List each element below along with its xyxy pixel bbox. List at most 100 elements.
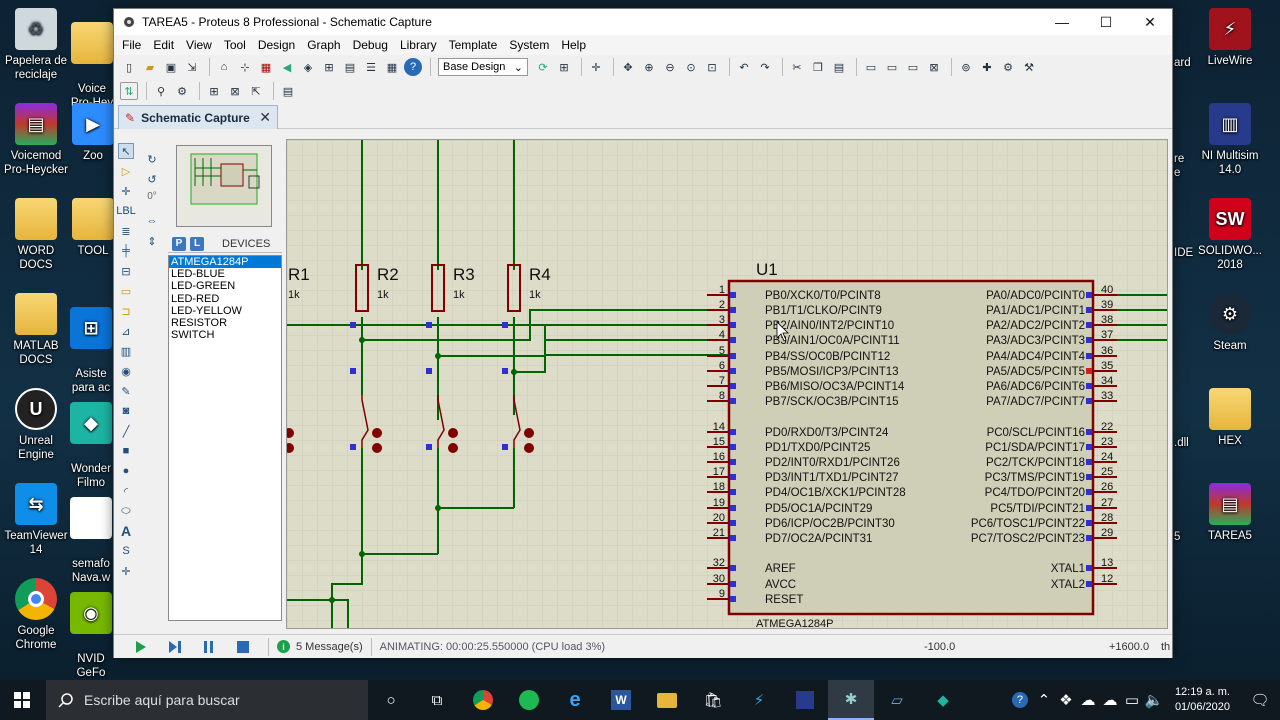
search-tagged-icon[interactable]: ⚲ [156, 85, 166, 98]
file-explorer-icon[interactable] [644, 680, 690, 720]
start-button[interactable] [0, 680, 44, 720]
menu-file[interactable]: File [122, 38, 142, 52]
rotate-clockwise-icon[interactable]: ↻ [147, 153, 157, 166]
refresh-icon[interactable]: ⟳ [538, 61, 548, 74]
block-rotate-icon[interactable]: ▭ [907, 61, 919, 74]
desktop-icon-asistente[interactable]: ⊞ Asiste para ac [64, 293, 118, 395]
device-list[interactable]: ATMEGA1284P LED-BLUE LED-GREEN LED-RED L… [168, 255, 282, 621]
wire-label-icon[interactable]: LBL [116, 205, 136, 217]
desktop-icon-hex[interactable]: HEX [1194, 388, 1266, 448]
graph-icon[interactable]: ⊿ [121, 325, 131, 338]
resistor-r4[interactable] [507, 264, 521, 312]
selection-mode-icon[interactable]: ↖ [118, 143, 134, 159]
instrument-icon[interactable]: ◙ [122, 405, 130, 417]
schematic-icon[interactable]: ⊹ [240, 61, 250, 74]
menu-graph[interactable]: Graph [307, 38, 341, 52]
cut-icon[interactable]: ✂ [792, 61, 802, 74]
task-view-icon[interactable]: ⧉ [431, 691, 443, 709]
decompose-icon[interactable]: ⚒ [1024, 61, 1034, 74]
menu-template[interactable]: Template [448, 38, 498, 52]
taskbar-search[interactable]: Escribe aquí para buscar [46, 680, 368, 720]
design-select[interactable]: Base Design ⌄ [438, 58, 528, 76]
recorder-icon[interactable]: ▥ [120, 345, 132, 358]
edge-icon[interactable]: e [569, 688, 581, 711]
new-sheet-icon[interactable]: ⊞ [209, 85, 219, 98]
desktop-icon-nvidia[interactable]: ◉ NVID GeFo [64, 578, 118, 680]
probe-icon[interactable]: ✎ [121, 385, 131, 398]
desktop-icon-chrome[interactable]: Google Chrome [0, 578, 72, 652]
multisim-taskbar-icon[interactable] [782, 680, 828, 720]
minimize-button[interactable]: — [1055, 14, 1069, 30]
cloud-icon[interactable]: ☁ [1102, 692, 1118, 709]
desktop-icon-zoom[interactable]: ▶ Zoo [68, 103, 118, 163]
help-tray-icon[interactable]: ? [1007, 680, 1033, 720]
new-icon[interactable]: ▯ [125, 61, 133, 74]
device-item[interactable]: LED-RED [171, 292, 220, 305]
device-item[interactable]: RESISTOR [171, 317, 228, 330]
bom-icon[interactable]: ▤ [344, 61, 356, 74]
clock[interactable]: 12:19 a. m. 01/06/2020 [1175, 685, 1230, 715]
redo-icon[interactable]: ↷ [760, 61, 770, 74]
desktop-icon-steam[interactable]: ⚙ Steam [1194, 293, 1266, 353]
stop-button[interactable] [236, 640, 250, 654]
3d-icon[interactable]: ◈ [303, 61, 313, 74]
visual-studio-icon[interactable]: ⚡ [753, 692, 765, 709]
bus-icon[interactable]: ╪ [122, 245, 130, 257]
notifications-icon[interactable]: 🗨 [1250, 692, 1270, 709]
rotation-angle[interactable]: 0° [147, 191, 157, 202]
make-device-icon[interactable]: ✚ [982, 61, 992, 74]
desktop-icon-tool[interactable]: TOOL [68, 198, 118, 258]
menu-help[interactable]: Help [561, 38, 587, 52]
origin-icon[interactable]: ✛ [591, 61, 601, 74]
device-item[interactable]: LED-YELLOW [171, 304, 242, 317]
symbol-icon[interactable]: S [122, 545, 130, 557]
block-delete-icon[interactable]: ⊠ [929, 61, 939, 74]
property-tool-icon[interactable]: ⚙ [177, 85, 187, 98]
block-move-icon[interactable]: ▭ [886, 61, 898, 74]
pcb-icon[interactable]: ▦ [260, 61, 272, 74]
store-icon[interactable]: 🛍 [703, 692, 723, 709]
word-icon[interactable]: W [598, 680, 644, 720]
chevron-up-icon[interactable]: ⌃ [1037, 692, 1051, 709]
zoom-all-icon[interactable]: ⊙ [686, 61, 696, 74]
notes-icon[interactable]: ▦ [386, 61, 398, 74]
desktop-icon-unreal[interactable]: U Unreal Engine [0, 388, 72, 462]
pan-icon[interactable]: ✥ [623, 61, 633, 74]
dropbox-icon[interactable]: ❖ [1059, 692, 1073, 709]
box-icon[interactable]: ■ [122, 445, 130, 457]
help-icon[interactable]: ? [404, 58, 422, 76]
resistor-r3[interactable] [431, 264, 445, 312]
import-icon[interactable]: ⇲ [187, 61, 197, 74]
close-tab-icon[interactable]: ✕ [259, 109, 271, 125]
desktop-icon-word-docs[interactable]: WORD DOCS [0, 198, 72, 272]
cortana-icon[interactable]: ○ [386, 691, 396, 709]
pick-from-library-button[interactable]: P [172, 236, 186, 251]
play-button[interactable] [134, 640, 148, 654]
desktop-icon-teamviewer[interactable]: ⇆ TeamViewer 14 [0, 483, 72, 557]
title-bar[interactable]: TAREA5 - Proteus 8 Professional - Schema… [114, 9, 1172, 35]
desktop-icon-wondershare[interactable]: ◆ Wonder Filmo [64, 388, 118, 490]
desktop-icon-matlab-docs[interactable]: MATLAB DOCS [0, 293, 72, 367]
rotate-anticlockwise-icon[interactable]: ↺ [147, 173, 157, 186]
path-icon[interactable]: ⬭ [121, 504, 131, 517]
terminal-icon[interactable]: ▭ [120, 285, 132, 298]
device-item[interactable]: LED-BLUE [171, 268, 225, 281]
onedrive-icon[interactable]: ☁ [1080, 692, 1096, 709]
zoom-in-icon[interactable]: ⊕ [644, 61, 654, 74]
exit-parent-icon[interactable]: ⇱ [251, 85, 261, 98]
copy-icon[interactable]: ❐ [813, 61, 823, 74]
package-icon[interactable]: ⚙ [1003, 61, 1013, 74]
device-item[interactable]: LED-GREEN [171, 280, 236, 293]
library-manager-button[interactable]: L [190, 236, 204, 251]
subcircuit-icon[interactable]: ⊟ [121, 265, 131, 278]
desktop-icon-recycle-bin[interactable]: ♻ Papelera de reciclaje [0, 8, 72, 82]
proteus-taskbar-icon[interactable]: ✱ [828, 680, 874, 720]
device-item[interactable]: ATMEGA1284P [169, 256, 281, 269]
chrome-taskbar-icon[interactable] [460, 680, 506, 720]
messages-count[interactable]: 5 Message(s) [296, 640, 363, 653]
pause-button[interactable] [202, 640, 216, 654]
save-icon[interactable]: ▣ [165, 61, 177, 74]
paste-icon[interactable]: ▤ [833, 61, 845, 74]
line-icon[interactable]: ╱ [122, 425, 130, 438]
pick-device-icon[interactable]: ⊚ [961, 61, 971, 74]
